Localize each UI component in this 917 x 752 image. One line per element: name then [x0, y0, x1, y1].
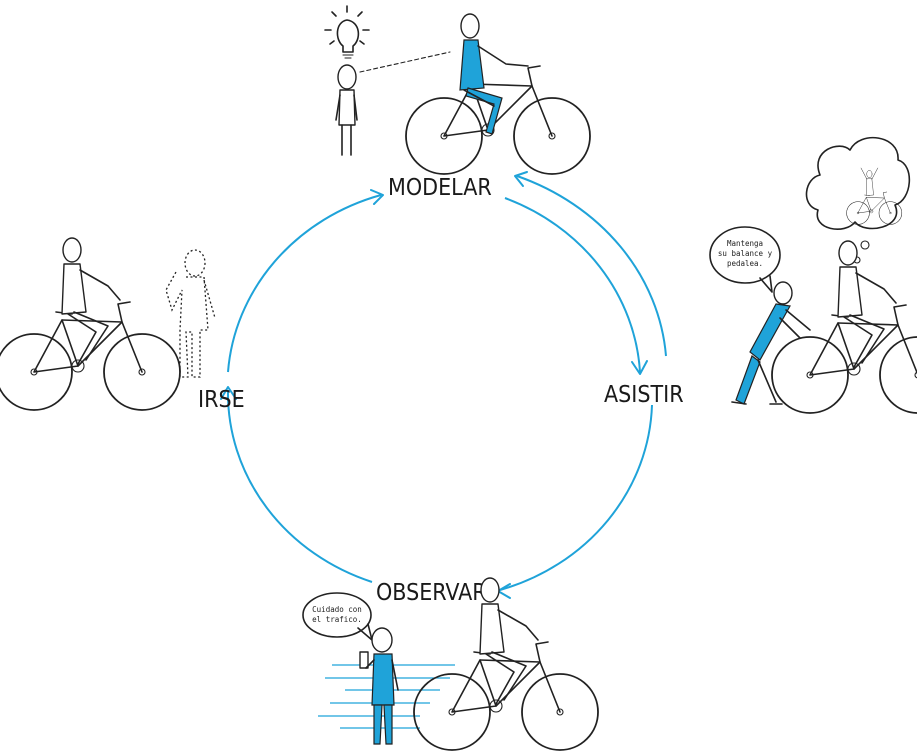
stage-label-irse: IRSE [198, 387, 245, 413]
lightbulb-icon [325, 6, 369, 58]
speech-bubble-icon: Cuidado con el trafico. [303, 593, 372, 640]
arrow-irse-to-modelar [228, 195, 381, 372]
person-icon [732, 282, 810, 404]
arrow-observar-to-irse [228, 390, 372, 582]
person-icon [166, 250, 215, 377]
bicycle-icon [0, 238, 180, 410]
svg-text:Cuidado con: Cuidado con [312, 605, 362, 614]
illustration-asistir: Mantenga su balance y pedalea. [710, 138, 917, 413]
bicycle-icon [772, 241, 917, 413]
cycle-arrows [221, 172, 666, 598]
arrow-asistir-to-observar [500, 405, 652, 590]
svg-text:Mantenga: Mantenga [727, 239, 763, 248]
bicycle-icon [406, 66, 590, 174]
thought-cloud-icon [806, 138, 909, 272]
stage-label-modelar: MODELAR [388, 175, 492, 201]
illustration-modelar [325, 6, 590, 174]
arrow-asistir-to-modelar [517, 176, 666, 356]
illustration-irse [0, 238, 215, 410]
svg-text:el trafico.: el trafico. [312, 615, 362, 624]
person-icon [336, 65, 357, 155]
person-icon [360, 628, 398, 744]
svg-text:su balance y: su balance y [718, 249, 773, 258]
stage-label-observar: OBSERVAR [376, 580, 487, 606]
svg-text:pedalea.: pedalea. [727, 259, 763, 268]
speech-bubble-icon: Mantenga su balance y pedalea. [710, 227, 780, 292]
stage-label-asistir: ASISTIR [604, 382, 684, 408]
arrow-modelar-to-asistir [505, 198, 640, 372]
